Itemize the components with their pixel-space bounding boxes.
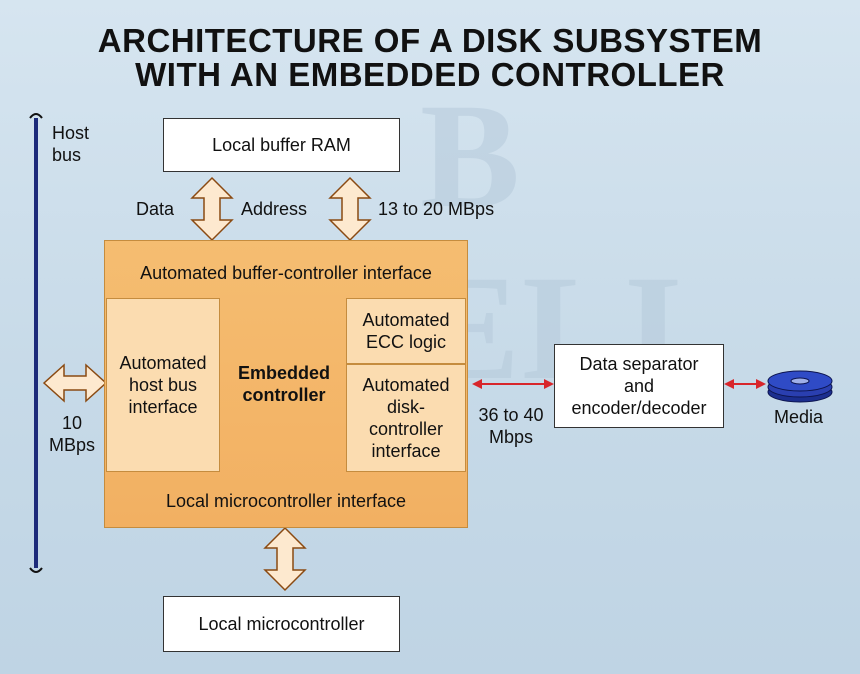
embedded-controller-label: Embedded controller bbox=[224, 362, 344, 406]
embedded-controller-line-2: controller bbox=[242, 385, 326, 405]
buffer-controller-interface-label: Automated buffer-controller interface bbox=[140, 263, 432, 283]
disk-interface-link bbox=[472, 379, 554, 389]
host-bus-interface-box: Automated host bus interface bbox=[106, 298, 220, 472]
disk-controller-line-2: disk- bbox=[386, 397, 425, 417]
media-label: Media bbox=[774, 407, 824, 427]
disk-controller-line-4: interface bbox=[371, 441, 441, 461]
host-bus-interface-line-2: host bus bbox=[128, 375, 198, 395]
data-label: Data bbox=[136, 199, 175, 219]
host-bus-label: Host bus bbox=[52, 122, 112, 166]
host-rate-label: 10 MBps bbox=[42, 412, 102, 456]
disk-rate-line-2: Mbps bbox=[488, 427, 533, 447]
address-label: Address bbox=[241, 199, 308, 219]
embedded-controller-line-1: Embedded bbox=[237, 363, 330, 383]
microcontroller-interface-label: Local microcontroller interface bbox=[165, 491, 407, 511]
host-bus-line bbox=[29, 113, 43, 573]
data-separator-box: Data separator and encoder/decoder bbox=[554, 344, 724, 428]
data-separator-line-2: and bbox=[623, 376, 655, 396]
title-line-2: WITH AN EMBEDDED CONTROLLER bbox=[135, 56, 725, 93]
host-rate-line-2: MBps bbox=[48, 435, 95, 455]
host-bus-interface-line-1: Automated bbox=[119, 353, 207, 373]
data-arrow bbox=[190, 176, 234, 242]
data-separator-line-3: encoder/decoder bbox=[571, 398, 707, 418]
host-bus-interface-line-3: interface bbox=[128, 397, 198, 417]
media-link bbox=[724, 379, 766, 389]
title-line-1: ARCHITECTURE OF A DISK SUBSYSTEM bbox=[97, 22, 763, 59]
local-buffer-ram-label: Local buffer RAM bbox=[212, 134, 351, 155]
disk-rate-line-1: 36 to 40 bbox=[478, 405, 544, 425]
ecc-logic-line-2: ECC logic bbox=[365, 332, 447, 352]
disk-controller-line-1: Automated bbox=[362, 375, 450, 395]
ecc-logic-line-1: Automated bbox=[362, 310, 450, 330]
local-microcontroller-box: Local microcontroller bbox=[163, 596, 400, 652]
host-bus-label-line-2: bus bbox=[52, 145, 82, 165]
host-rate-line-1: 10 bbox=[61, 413, 83, 433]
local-microcontroller-label: Local microcontroller bbox=[198, 613, 365, 634]
data-separator-line-1: Data separator bbox=[579, 354, 699, 374]
disk-controller-interface-box: Automated disk- controller interface bbox=[346, 364, 466, 472]
local-buffer-ram-box: Local buffer RAM bbox=[163, 118, 400, 172]
buffer-rate-label: 13 to 20 MBps bbox=[378, 199, 495, 219]
disk-rate-label: 36 to 40 Mbps bbox=[466, 404, 556, 448]
address-arrow bbox=[328, 176, 372, 242]
ecc-logic-box: Automated ECC logic bbox=[346, 298, 466, 364]
microcontroller-arrow bbox=[263, 526, 307, 592]
host-bus-label-line-1: Host bbox=[52, 123, 90, 143]
media-disk-icon bbox=[767, 370, 833, 403]
host-bus-arrow bbox=[42, 363, 108, 403]
disk-controller-line-3: controller bbox=[368, 419, 444, 439]
